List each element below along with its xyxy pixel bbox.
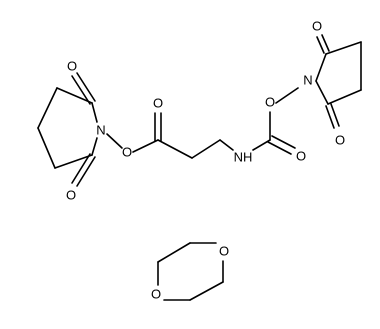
- atom-label-oxygen: O: [312, 19, 322, 34]
- atom-label-oxygen: O: [66, 188, 76, 203]
- bond: [157, 242, 191, 263]
- linker-chain: [106, 87, 299, 159]
- atom-label-nh: NH: [234, 150, 253, 165]
- bond: [316, 36, 325, 54]
- left-succinimide-ring: [37, 72, 98, 187]
- bond: [191, 139, 221, 159]
- bond: [91, 102, 98, 123]
- bond: [106, 133, 123, 149]
- atom-label-oxygen: O: [153, 96, 163, 111]
- bond: [189, 281, 224, 301]
- atom-label-oxygen: O: [335, 133, 345, 148]
- bond: [54, 154, 93, 169]
- bond: [271, 135, 296, 149]
- bond: [275, 87, 299, 104]
- bond: [252, 139, 271, 151]
- bond: [91, 137, 98, 156]
- right-succinimide-ring: [315, 34, 362, 129]
- bond: [56, 87, 93, 104]
- bond: [132, 139, 159, 153]
- atom-label-oxygen: O: [122, 145, 132, 160]
- atom-label-oxygen: O: [265, 95, 275, 110]
- bond: [327, 89, 362, 105]
- atom-label-oxygen: O: [219, 244, 229, 259]
- atom-label-nitrogen: N: [96, 123, 105, 138]
- bond: [321, 34, 330, 52]
- bond: [267, 141, 292, 155]
- dioxane-ring: [157, 242, 224, 301]
- bond: [76, 156, 96, 187]
- bond: [330, 103, 340, 127]
- bond: [325, 105, 335, 129]
- bond: [325, 41, 362, 55]
- bond: [219, 139, 234, 151]
- atom-label-oxygen: O: [296, 149, 306, 164]
- atom-label-oxygen: O: [67, 59, 77, 74]
- atom-labels: O O N O O NH O O N O O O O: [66, 19, 345, 302]
- bond: [71, 75, 91, 105]
- atom-label-oxygen: O: [151, 287, 161, 302]
- bond: [71, 153, 91, 184]
- bond: [315, 80, 329, 105]
- bond: [37, 127, 56, 169]
- bond: [157, 139, 193, 159]
- atom-label-nitrogen: N: [303, 73, 312, 88]
- bond: [76, 72, 96, 102]
- bond: [315, 53, 327, 82]
- bond: [37, 87, 58, 129]
